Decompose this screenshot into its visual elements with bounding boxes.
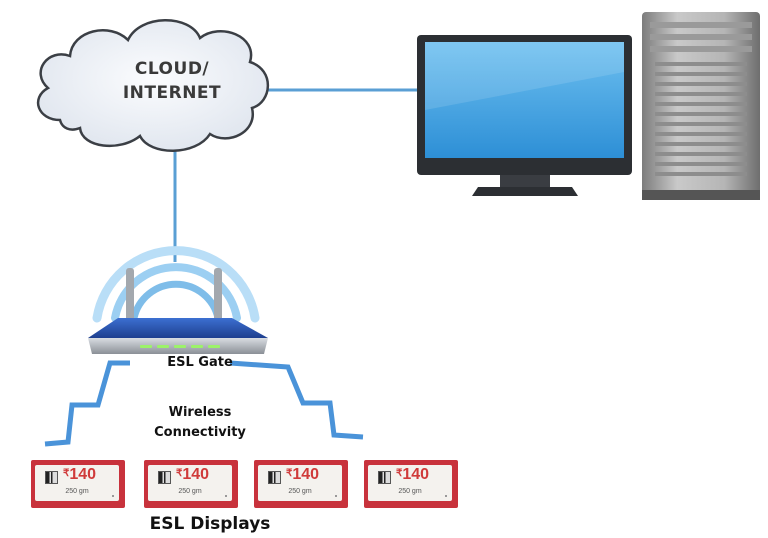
cloud-icon bbox=[36, 19, 269, 152]
router-icon bbox=[88, 268, 268, 354]
tag-weight: 250 gm bbox=[65, 488, 89, 495]
wireless-label: Wireless Connectivity bbox=[130, 403, 270, 443]
qr-code-icon bbox=[268, 471, 281, 484]
cloud-label: CLOUD/ INTERNET bbox=[82, 57, 262, 105]
monitor-icon bbox=[417, 35, 632, 196]
esl-tag: ₹140 250 gm bbox=[254, 460, 348, 508]
tag-weight: 250 gm bbox=[178, 488, 202, 495]
displays-label: ESL Displays bbox=[149, 514, 271, 534]
server-tower-icon bbox=[642, 12, 760, 200]
tag-price: ₹140 bbox=[396, 466, 430, 483]
wireless-label-line2: Connectivity bbox=[154, 425, 246, 440]
esl-tag: ₹140 250 gm bbox=[144, 460, 238, 508]
qr-code-icon bbox=[378, 471, 391, 484]
tag-weight: 250 gm bbox=[398, 488, 422, 495]
cloud-label-line2: INTERNET bbox=[122, 83, 222, 103]
wireless-label-line1: Wireless bbox=[168, 405, 232, 420]
qr-code-icon bbox=[45, 471, 58, 484]
cloud-label-line1: CLOUD/ bbox=[134, 59, 210, 79]
esl-tag: ₹140 250 gm bbox=[31, 460, 125, 508]
wifi-waves-icon bbox=[92, 246, 260, 323]
tag-price: ₹140 bbox=[176, 466, 210, 483]
qr-code-icon bbox=[158, 471, 171, 484]
esl-tag: ₹140 250 gm bbox=[364, 460, 458, 508]
tag-weight: 250 gm bbox=[288, 488, 312, 495]
tag-price: ₹140 bbox=[63, 466, 97, 483]
tag-price: ₹140 bbox=[286, 466, 320, 483]
wireless-bolt-right bbox=[229, 360, 364, 440]
gateway-label: ESL Gate bbox=[167, 355, 233, 370]
wireless-bolt-left bbox=[44, 360, 130, 447]
